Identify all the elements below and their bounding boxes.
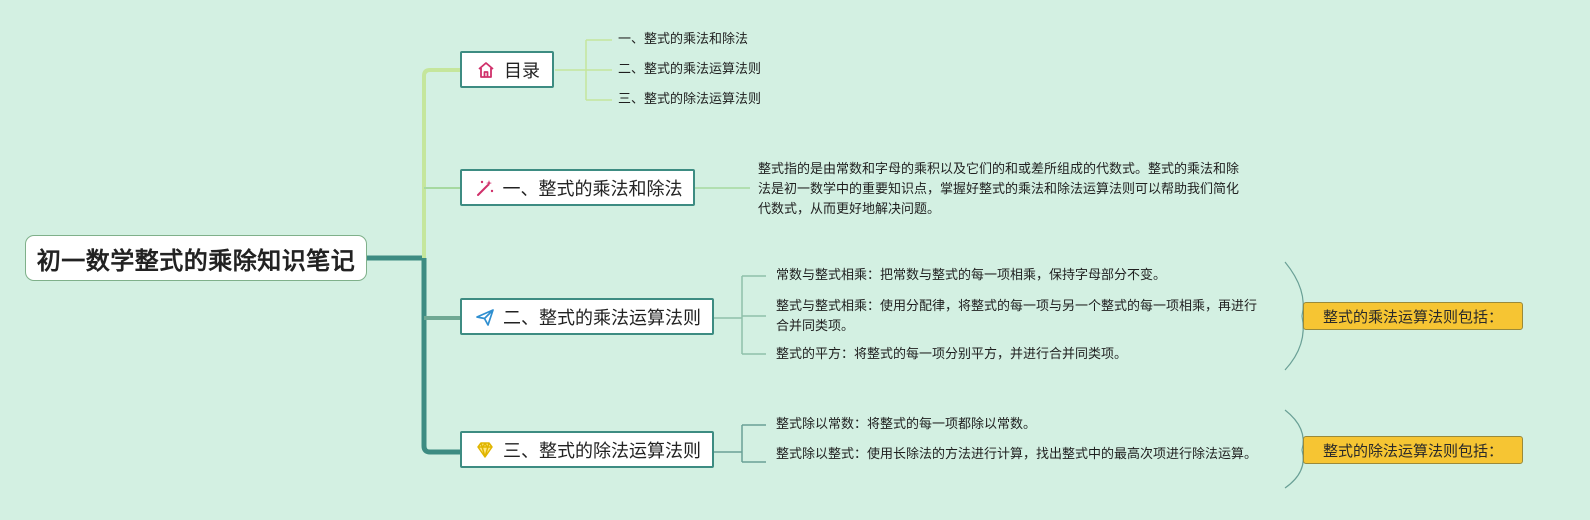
- branch-toc[interactable]: 目录: [460, 51, 554, 88]
- home-icon: [474, 59, 498, 81]
- branch-section-3[interactable]: 三、整式的除法运算法则: [460, 431, 714, 468]
- branch-section-2[interactable]: 二、整式的乘法运算法则: [460, 298, 714, 335]
- branch-toc-label: 目录: [504, 60, 540, 82]
- multiply-rule-1[interactable]: 常数与整式相乘：把常数与整式的每一项相乘，保持字母部分不变。: [776, 268, 1167, 283]
- root-topic[interactable]: 初一数学整式的乘除知识笔记: [25, 235, 367, 281]
- multiply-rule-3[interactable]: 整式的平方：将整式的每一项分别平方，并进行合并同类项。: [776, 347, 1128, 362]
- toc-item-3[interactable]: 三、整式的除法运算法则: [618, 92, 762, 107]
- branch-section-1[interactable]: 一、整式的乘法和除法: [460, 169, 695, 206]
- multiply-rule-2[interactable]: 整式与整式相乘：使用分配律，将整式的每一项与另一个整式的每一项相乘，再进行合并同…: [776, 299, 1258, 334]
- toc-item-1[interactable]: 一、整式的乘法和除法: [618, 32, 749, 47]
- branch-section-1-label: 一、整式的乘法和除法: [502, 178, 683, 200]
- branch-section-2-label: 二、整式的乘法运算法则: [503, 307, 701, 329]
- paper-plane-icon: [473, 306, 497, 328]
- branch-section-3-label: 三、整式的除法运算法则: [503, 440, 701, 462]
- divide-rule-2[interactable]: 整式除以整式：使用长除法的方法进行计算，找出整式中的最高次项进行除法运算。: [776, 447, 1258, 462]
- section-1-description[interactable]: 整式指的是由常数和字母的乘积以及它们的和或差所组成的代数式。整式的乘法和除法是初…: [758, 162, 1240, 217]
- root-title: 初一数学整式的乘除知识笔记: [36, 246, 356, 275]
- toc-item-2[interactable]: 二、整式的乘法运算法则: [618, 62, 762, 77]
- sparkle-wand-icon: [473, 177, 497, 199]
- divide-summary[interactable]: 整式的除法运算法则包括：: [1303, 436, 1523, 464]
- divide-rule-1[interactable]: 整式除以常数：将整式的每一项都除以常数。: [776, 417, 1037, 432]
- multiply-summary[interactable]: 整式的乘法运算法则包括：: [1303, 302, 1523, 330]
- diamond-icon: [473, 439, 497, 461]
